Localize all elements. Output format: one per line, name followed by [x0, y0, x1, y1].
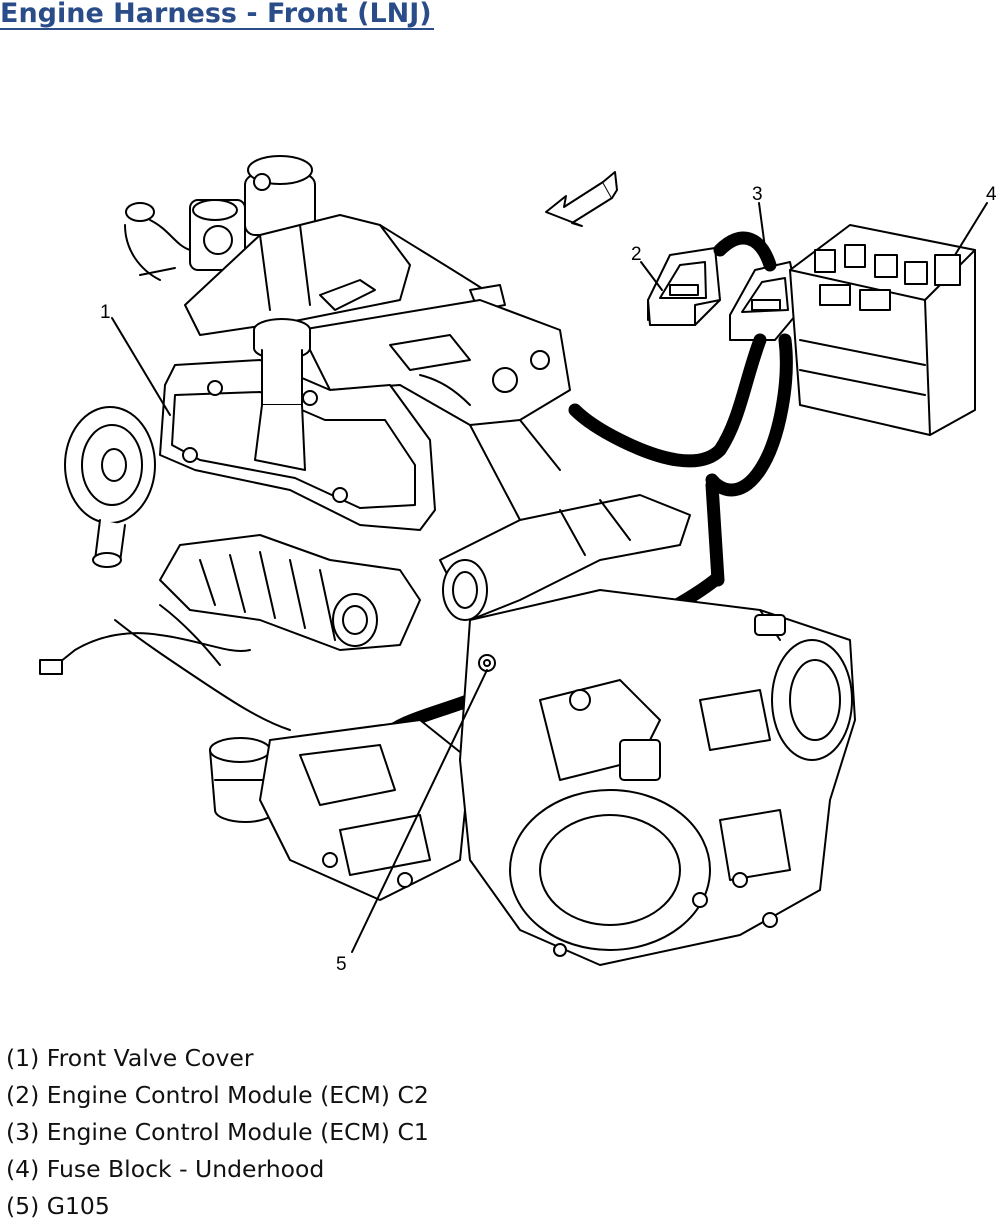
engine-block-lower	[259, 719, 471, 901]
callout-number-1: 1	[100, 302, 111, 323]
page-title: Engine Harness - Front (LNJ)	[0, 0, 434, 30]
crank-pulley	[64, 406, 156, 568]
ecm-c1-connector	[729, 261, 801, 341]
transaxle	[459, 589, 856, 966]
engine-harness-diagram: 1 2 3 4 5	[39, 155, 997, 975]
callout-legend: (1) Front Valve Cover (2) Engine Control…	[6, 1040, 429, 1225]
intake-manifold	[184, 214, 506, 336]
callout-number-2: 2	[631, 244, 642, 265]
direction-arrow-icon	[545, 171, 618, 227]
callout-leaders	[111, 202, 988, 953]
callout-number-3: 3	[752, 184, 763, 205]
exhaust-manifold	[159, 534, 421, 651]
crossover-pipe	[439, 494, 691, 621]
throttle-body	[124, 155, 316, 281]
legend-item-front-valve-cover: (1) Front Valve Cover	[6, 1044, 254, 1072]
callout-number-5: 5	[336, 954, 347, 975]
oil-filler-cap	[253, 318, 311, 471]
ground-g105	[478, 654, 496, 672]
legend-item-g105: (5) G105	[6, 1192, 110, 1220]
callout-number-4: 4	[986, 184, 997, 205]
legend-item-ecm-c1: (3) Engine Control Module (ECM) C1	[6, 1118, 429, 1146]
legend-item-ecm-c2: (2) Engine Control Module (ECM) C2	[6, 1081, 429, 1109]
ecm-c2-connector	[647, 247, 721, 326]
left-harness-branch	[39, 604, 291, 731]
upper-engine	[299, 299, 571, 521]
underhood-fuse-block	[789, 224, 976, 436]
legend-item-fuse-block-underhood: (4) Fuse Block - Underhood	[6, 1155, 325, 1183]
